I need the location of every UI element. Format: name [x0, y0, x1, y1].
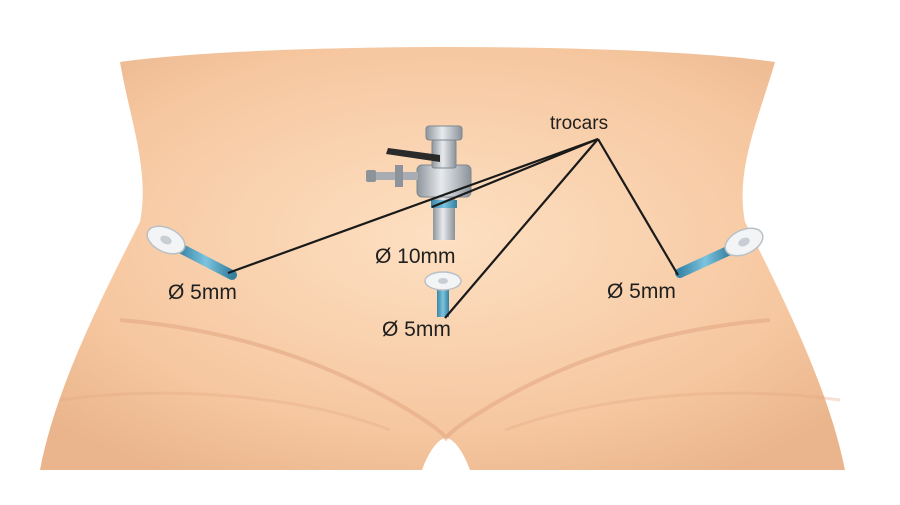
port-lower-5mm-label: Ø 5mm: [382, 318, 451, 342]
port-right-5mm-label: Ø 5mm: [607, 280, 676, 304]
port-10mm-label: Ø 10mm: [375, 245, 456, 269]
trocars-label: trocars: [550, 113, 608, 135]
port-left-5mm-label: Ø 5mm: [168, 281, 237, 305]
